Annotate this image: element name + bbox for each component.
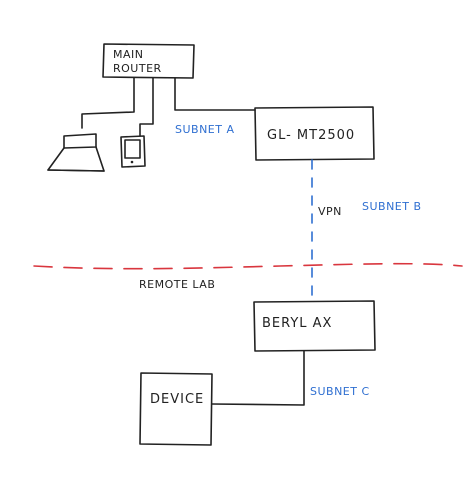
vpn-label: VPN [318,205,342,218]
beryl-ax-box [253,300,376,352]
router-to-gl-mt2500-link [174,77,256,111]
main-router-box [102,43,195,79]
main-router-label-line2: ROUTER [113,62,162,75]
beryl-ax-node: BERYL AX [253,300,376,352]
subnet-a-label: SUBNET A [175,123,235,136]
beryl-ax-label: BERYL AX [262,316,332,331]
desk-lamp-icon [47,133,105,172]
beryl-ax-to-device-link [211,350,305,406]
gl-mt2500-label: GL- MT2500 [267,128,355,143]
router-to-handheld-link [139,77,154,137]
main-router-node: MAIN ROUTER [102,43,195,79]
subnet-c-label: SUBNET C [310,385,370,398]
gl-mt2500-node: GL- MT2500 [254,106,375,161]
handheld-device-icon [120,135,146,168]
subnet-b-label: SUBNET B [362,200,422,213]
remote-lab-boundary [33,262,463,270]
device-label: DEVICE [150,392,204,407]
main-router-label-line1: MAIN [113,48,144,61]
router-to-lamp-link [81,77,135,129]
remote-lab-label: REMOTE LAB [139,278,215,291]
device-node: DEVICE [139,372,213,446]
gl-mt2500-box [254,106,375,161]
device-box [139,372,213,446]
